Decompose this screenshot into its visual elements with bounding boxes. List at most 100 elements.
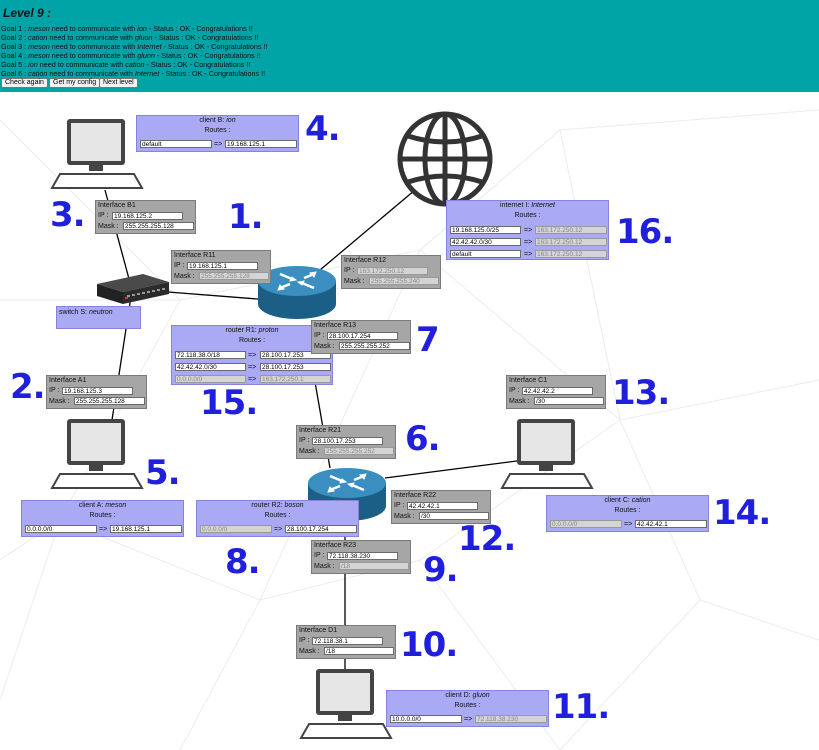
router-r2-title: router R2: boson <box>197 501 358 511</box>
route-destination-field[interactable]: 10.0.0.0/0 <box>390 715 462 723</box>
route-gateway-field[interactable]: 28.100.17.253 <box>260 351 331 359</box>
router-r1-panel: router R1: proton Routes : 72.118.38.0/1… <box>171 325 333 385</box>
annotation-6: 6. <box>405 419 441 459</box>
goal-source: ion <box>28 60 38 69</box>
goal-mid: need to communicate with <box>47 69 135 78</box>
goal-mid: need to communicate with <box>49 24 138 33</box>
annotation-10: 10. <box>400 625 458 665</box>
goal-prefix: Goal 1 : <box>1 24 29 33</box>
goal-line: Goal 3 : meson need to communicate with … <box>1 42 268 51</box>
host-name: meson <box>105 502 127 509</box>
route-gateway-field: 163.172.250.12 <box>535 250 607 258</box>
client-a-title: client A: meson <box>22 501 183 511</box>
mask-field[interactable]: /18 <box>324 647 394 655</box>
client-a-panel: client A: meson Routes : 0.0.0.0/0 => 19… <box>21 500 184 537</box>
goal-prefix: Goal 6 : <box>1 69 29 78</box>
mask-field[interactable]: 255.255.255.128 <box>123 222 194 230</box>
interface-title: Interface R21 <box>299 427 342 434</box>
route-gateway-field[interactable]: 28.100.17.254 <box>285 525 357 533</box>
computer-icon <box>50 119 144 189</box>
route-destination-field[interactable]: 42.42.42.0/30 <box>450 238 521 246</box>
mask-label: Mask : <box>174 273 195 280</box>
route-destination-field[interactable]: 0.0.0.0/0 <box>25 525 97 533</box>
ip-field[interactable]: 42.42.42.1 <box>407 502 478 510</box>
interface-title: Interface A1 <box>49 377 87 384</box>
annotation-12: 12. <box>458 519 516 559</box>
route-destination-field: 0.0.0.0/0 <box>175 375 246 383</box>
computer-icon <box>500 419 594 489</box>
route-arrow: => <box>524 227 533 234</box>
ip-field[interactable]: 19.168.125.1 <box>187 262 258 270</box>
mask-label: Mask : <box>98 223 119 230</box>
route-arrow: => <box>248 364 257 371</box>
ip-field[interactable]: 28.100.17.253 <box>312 437 383 445</box>
goal-line: Goal 6 : cation need to communicate with… <box>1 69 265 78</box>
goal-source: meson <box>28 51 50 60</box>
check-again-button[interactable]: Check again <box>1 78 48 88</box>
switch-title: switch S: neutron <box>59 308 113 317</box>
goal-prefix: Goal 5 : <box>1 60 29 69</box>
ip-field[interactable]: 28.100.17.254 <box>327 332 398 340</box>
goal-source: cation <box>28 33 48 42</box>
ip-field[interactable]: 72.118.38.1 <box>312 637 383 645</box>
mask-label: Mask : <box>509 398 530 405</box>
interface-a1-panel: Interface A1 IP : 19.168.125.3 Mask : 25… <box>46 375 147 409</box>
route-destination-field[interactable]: 19.168.125.0/25 <box>450 226 521 234</box>
goal-source: meson <box>28 42 50 51</box>
host-name: boson <box>284 502 304 509</box>
next-level-button[interactable]: Next level <box>99 78 138 88</box>
ip-label: IP : <box>314 332 325 339</box>
route-gateway-field[interactable]: 19.168.125.1 <box>110 525 182 533</box>
ip-field[interactable]: 42.42.42.2 <box>522 387 593 395</box>
mask-field[interactable]: 255.255.255.128 <box>74 397 145 405</box>
route-gateway-field[interactable]: 19.168.125.1 <box>225 140 297 148</box>
ip-field[interactable]: 19.168.125.3 <box>62 387 133 395</box>
ip-label: IP : <box>49 387 60 394</box>
switch-s-panel: switch S: neutron <box>56 306 141 329</box>
goal-prefix: Goal 4 : <box>1 51 29 60</box>
host-type: client B: <box>199 117 227 124</box>
goal-line: Goal 1 : meson need to communicate with … <box>1 24 253 33</box>
client-d-title: client D: gluon <box>387 691 548 701</box>
route-gateway-field[interactable]: 42.42.42.1 <box>635 520 707 528</box>
annotation-13: 13. <box>612 373 670 413</box>
ip-field[interactable]: 72.118.38.230 <box>327 552 398 560</box>
mask-field[interactable]: /30 <box>419 512 489 520</box>
annotation-5: 5. <box>145 453 181 493</box>
route-destination-field[interactable]: 42.42.42.0/30 <box>175 363 246 371</box>
interface-r22-panel: Interface R22 IP : 42.42.42.1 Mask : /30 <box>391 490 491 524</box>
host-name: gluon <box>472 692 490 699</box>
goal-status: - Status : OK - Congratulations !! <box>154 51 261 60</box>
goal-mid: need to communicate with <box>49 42 138 51</box>
client-b-title: client B: ion <box>137 116 298 126</box>
host-name: neutron <box>88 309 113 316</box>
route-destination-field[interactable]: default <box>140 140 212 148</box>
ip-label: IP : <box>174 262 185 269</box>
mask-field[interactable]: 255.255.255.252 <box>339 342 410 350</box>
get-my-config-button[interactable]: Get my config <box>49 78 101 88</box>
route-gateway-field: 163.172.250.12 <box>535 238 607 246</box>
client-b-panel: client B: ion Routes : default => 19.168… <box>136 115 299 152</box>
route-arrow: => <box>464 716 473 723</box>
host-type: client A: <box>78 502 106 509</box>
interface-b1-panel: Interface B1 IP : 19.168.125.2 Mask : 25… <box>95 200 196 234</box>
interface-title: Interface R12 <box>344 257 387 264</box>
ip-label: IP : <box>509 387 520 394</box>
route-gateway-field[interactable]: 28.100.17.253 <box>260 363 331 371</box>
ip-label: IP : <box>299 437 310 444</box>
goal-target: ion <box>137 24 147 33</box>
ip-field[interactable]: 19.168.125.2 <box>112 212 183 220</box>
route-destination-field: 0.0.0.0/0 <box>550 520 622 528</box>
interface-title: Interface B1 <box>98 202 136 209</box>
route-destination-field[interactable]: 72.118.38.0/18 <box>175 351 246 359</box>
annotation-15: 15. <box>200 383 258 423</box>
routes-label: Routes : <box>238 337 266 344</box>
routes-label: Routes : <box>264 512 291 519</box>
client-c-title: client C: cation <box>547 496 708 506</box>
mask-field[interactable]: /30 <box>534 397 604 405</box>
route-destination-field[interactable]: default <box>450 250 521 258</box>
goal-target: cation <box>125 60 145 69</box>
routes-label: Routes : <box>614 507 641 514</box>
ip-label: IP : <box>344 267 355 274</box>
route-gateway-field: 163.172.250.12 <box>535 226 607 234</box>
